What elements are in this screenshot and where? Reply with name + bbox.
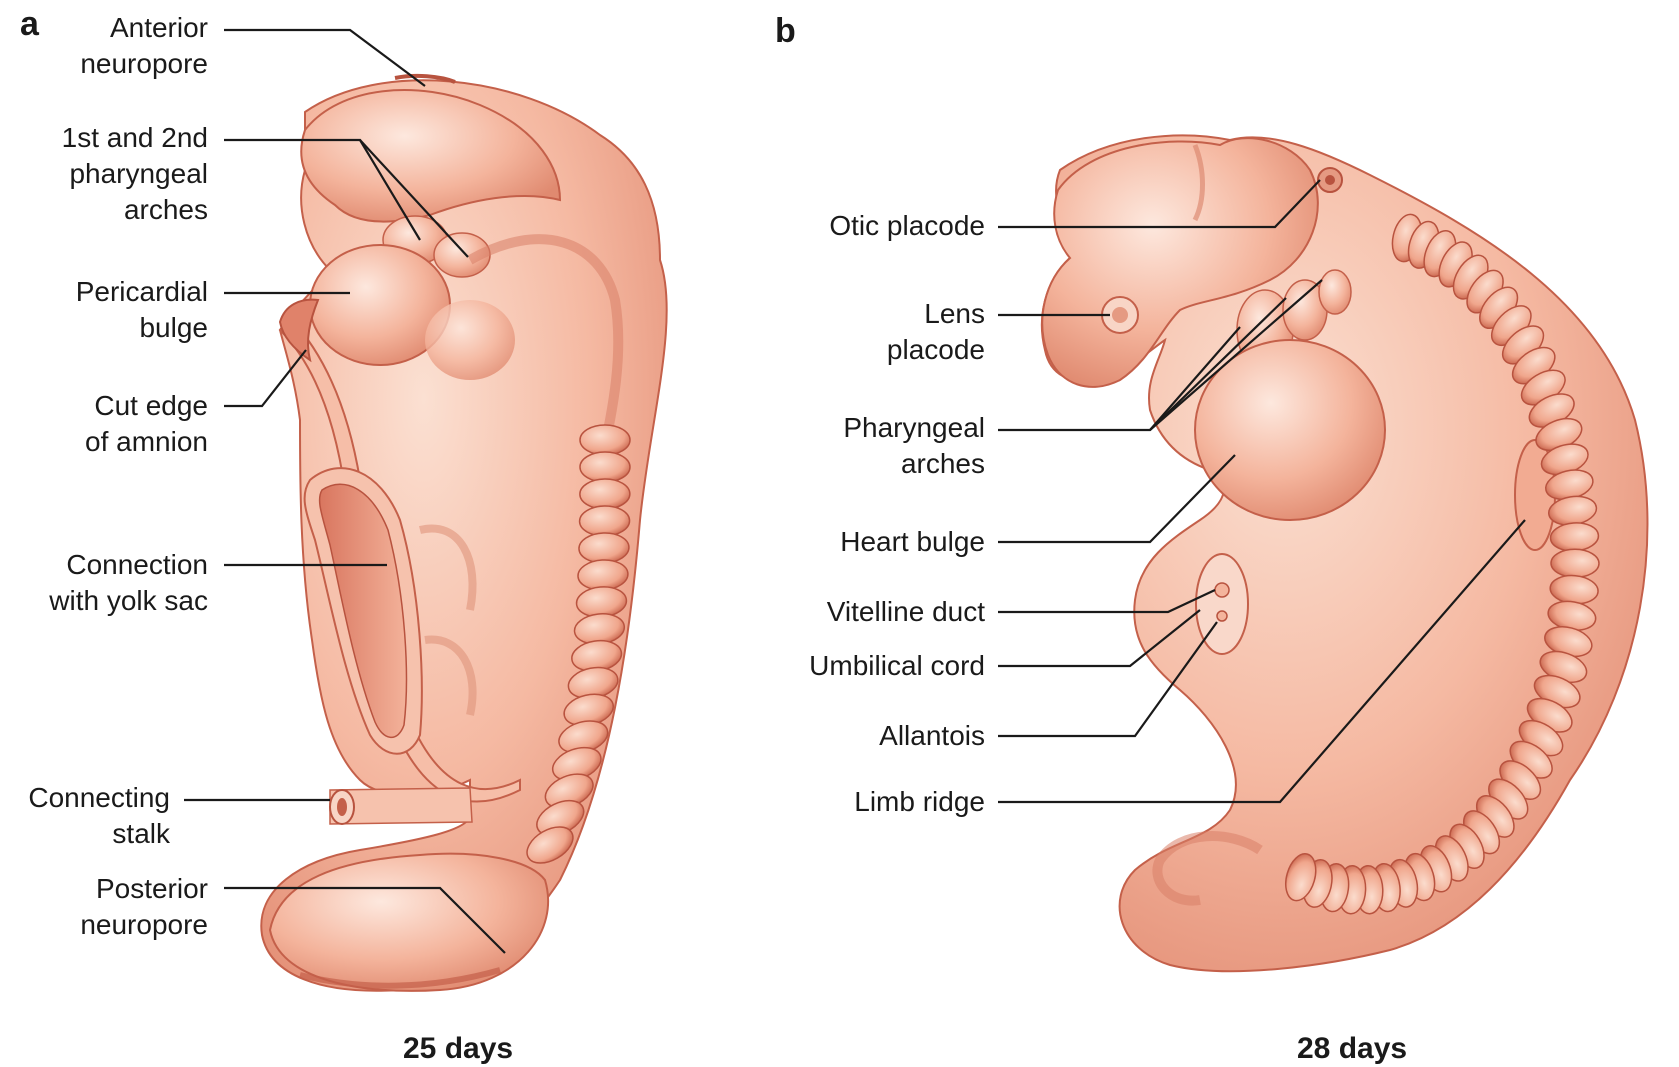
leader-umbilical-cord [998, 609, 1201, 668]
somite [526, 826, 574, 864]
label-lens-placode: Lens placode [886, 298, 985, 365]
leader-pharyngeal-arches-3 [1149, 279, 1323, 431]
label-posterior-neuropore: Posterior neuropore [80, 873, 208, 940]
leader-cut-edge-amnion [224, 349, 307, 408]
somite [579, 478, 631, 510]
leader-pharyngeal-arches-2 [1149, 297, 1287, 431]
panel-letter-a: a [20, 5, 39, 43]
somite [579, 424, 631, 456]
leader-lines [184, 28, 1526, 954]
caption-25-days: 25 days [403, 1032, 514, 1065]
leader-otic-placode [998, 179, 1321, 229]
label-heart-bulge: Heart bulge [840, 526, 985, 557]
somite [578, 505, 631, 537]
label-cut-edge-amnion: Cut edge of amnion [85, 390, 208, 457]
somite [1550, 548, 1600, 579]
label-umbilical-cord: Umbilical cord [809, 650, 985, 681]
somite [579, 451, 631, 483]
caption-28-days: 28 days [1297, 1032, 1408, 1065]
label-allantois: Allantois [879, 720, 985, 751]
somite [1285, 853, 1317, 902]
label-vitelline-duct: Vitelline duct [826, 596, 985, 627]
panel-letter-b: b [775, 12, 796, 50]
leader-limb-ridge [998, 519, 1526, 804]
somites-b [1285, 213, 1600, 915]
label-pericardial-bulge: Pericardial bulge [75, 276, 208, 343]
leader-anterior-neuropore [224, 28, 426, 87]
leader-allantois [998, 621, 1218, 738]
somites-a [526, 424, 631, 864]
embryo-25-days [260, 73, 668, 992]
label-otic-placode: Otic placode [829, 210, 985, 241]
leader-heart-bulge [998, 454, 1236, 544]
leader-vitelline-duct [998, 589, 1216, 614]
leader-pharyngeal-arches-1-2b [359, 139, 469, 258]
label-pharyngeal-arches-1-2: 1st and 2nd pharyngeal arches [61, 122, 208, 225]
leader-posterior-neuropore [224, 886, 506, 954]
label-connection-yolk-sac: Connection with yolk sac [49, 549, 208, 616]
label-limb-ridge: Limb ridge [854, 786, 985, 817]
embryo-28-days [1040, 134, 1649, 973]
label-anterior-neuropore: Anterior neuropore [80, 12, 208, 79]
label-pharyngeal-arches: Pharyngeal arches [843, 412, 985, 479]
label-connecting-stalk: Connecting stalk [28, 782, 170, 849]
